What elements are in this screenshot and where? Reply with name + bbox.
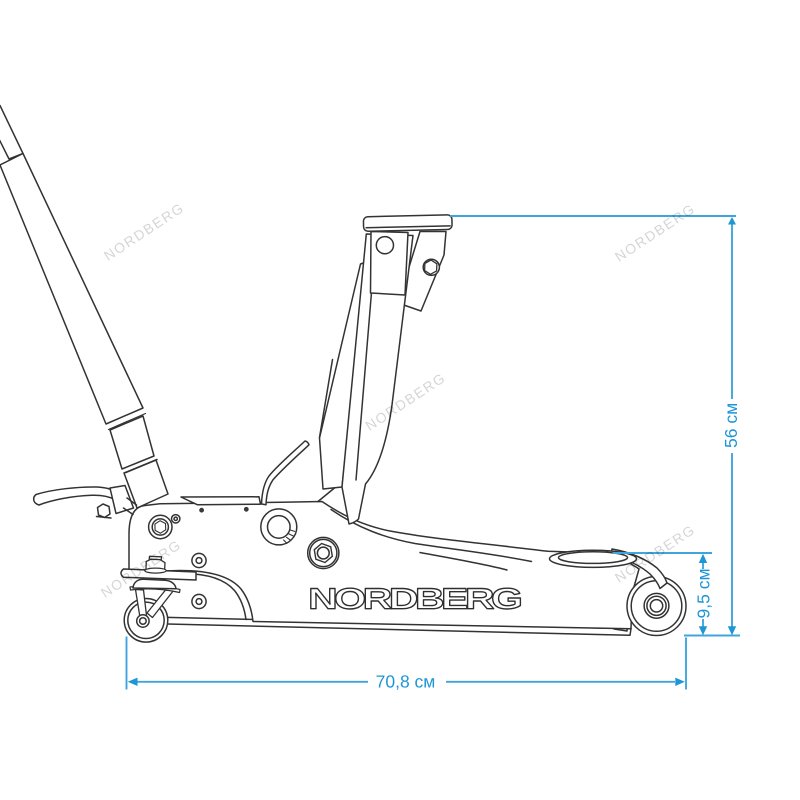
svg-text:56 см: 56 см — [721, 403, 741, 448]
svg-text:70,8 см: 70,8 см — [376, 671, 436, 691]
svg-text:9,5 см: 9,5 см — [694, 569, 714, 619]
